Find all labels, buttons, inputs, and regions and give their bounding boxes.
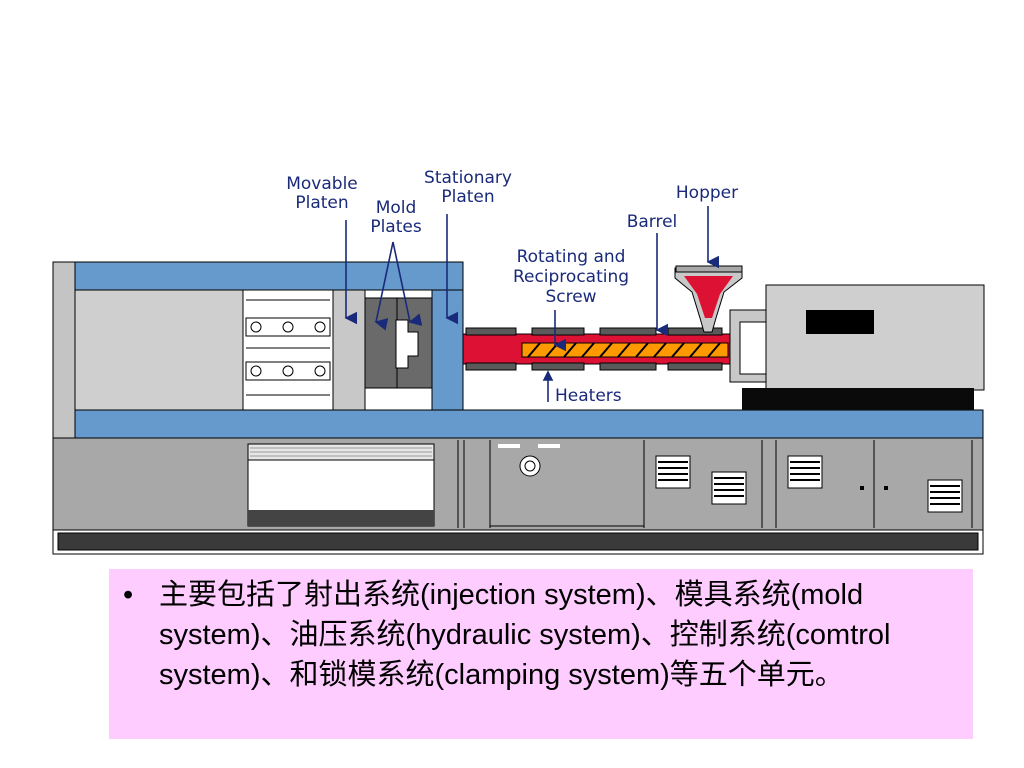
drive-base <box>742 388 974 410</box>
screw-label-line2: Reciprocating <box>513 267 629 287</box>
screw-label-line1: Rotating and <box>517 247 626 267</box>
screw-label-line3: Screw <box>545 287 596 307</box>
heaters-label: Heaters <box>555 386 622 406</box>
movable-platen-label-line2: Platen <box>295 193 348 213</box>
label-arrows <box>344 206 720 402</box>
mold-plates-label-line1: Mold <box>376 198 417 218</box>
mold-cavity <box>395 319 419 369</box>
clamp-cylinder <box>74 289 244 411</box>
movable-platen-label-line1: Movable <box>286 174 358 194</box>
caption-text: 主要包括了射出系统(injection system)、模具系统(mold sy… <box>159 579 891 691</box>
caption: • 主要包括了射出系统(injection system)、模具系统(mold … <box>123 575 959 695</box>
bottom-tie-bar <box>74 409 984 439</box>
caption-box: • 主要包括了射出系统(injection system)、模具系统(mold … <box>109 569 973 739</box>
mold-half-movable <box>364 297 398 389</box>
barrel-label: Barrel <box>627 212 678 232</box>
top-tie-bar <box>74 261 464 291</box>
screw-flights <box>527 342 721 358</box>
machine-base <box>52 437 984 555</box>
mold-plates-label-line2: Plates <box>370 217 422 237</box>
stationary-platen-label-line2: Platen <box>441 187 494 207</box>
stationary-platen-label-line1: Stationary <box>424 168 512 188</box>
bullet: • <box>123 579 134 611</box>
movable-platen <box>332 289 366 411</box>
injection-molding-machine-diagram: Movable Platen Mold Plates Stationary Pl… <box>52 168 985 555</box>
machine-foot <box>57 532 979 551</box>
injection-unit <box>462 265 985 410</box>
heater-bands <box>465 327 723 371</box>
toggle-linkage <box>242 289 334 411</box>
injection-drive-housing <box>765 284 985 391</box>
drive-window <box>806 310 874 334</box>
hopper-label: Hopper <box>676 183 738 203</box>
